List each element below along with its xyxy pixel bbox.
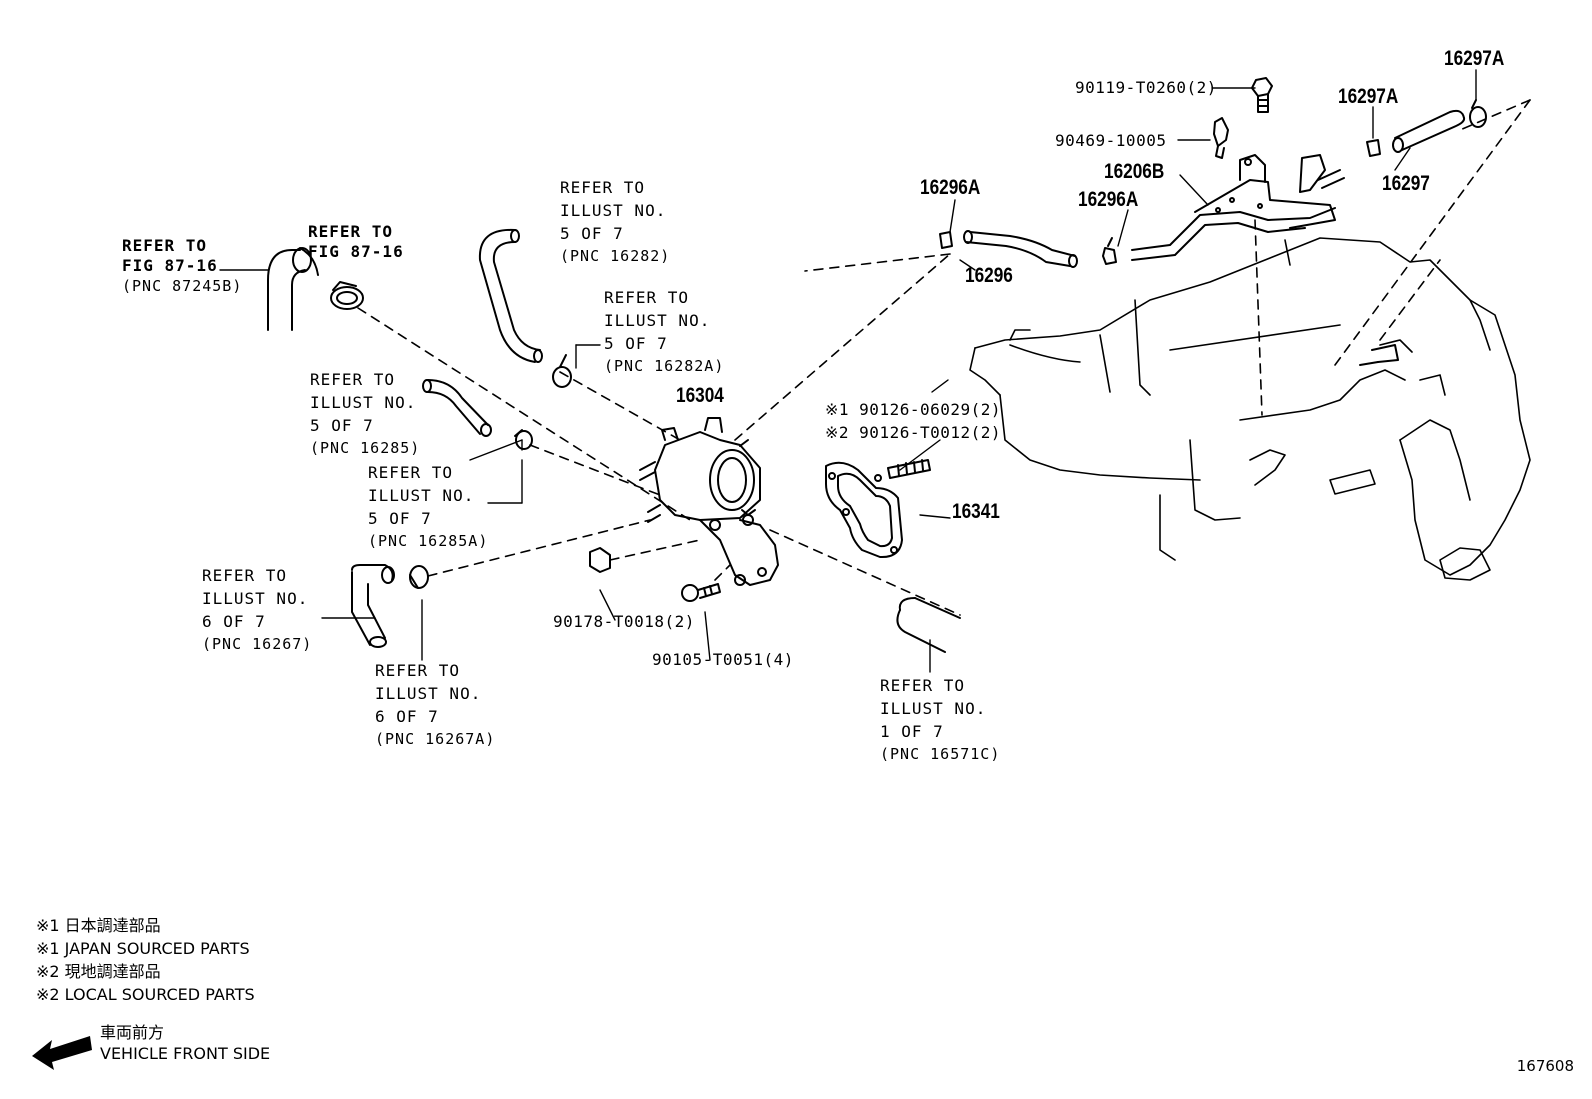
ref-line: REFER TO <box>560 178 646 197</box>
ref-fig-87-16: REFER TO FIG 87-16 (PNC 87245B) <box>122 236 242 296</box>
ref-line: REFER TO <box>308 222 394 241</box>
part-90119: 90119-T0260(2) <box>1075 78 1217 97</box>
part-90105: 90105-T0051(4) <box>652 650 794 669</box>
front-label-jp: 車両前方 <box>100 1023 165 1042</box>
sourcing-notes: ※1 日本調達部品 ※1 JAPAN SOURCED PARTS ※2 現地調達… <box>36 914 255 1006</box>
part-16297a-top: 16297A <box>1444 47 1505 70</box>
ref-line: ILLUST NO. <box>310 393 417 412</box>
part-90178: 90178-T0018(2) <box>553 612 695 631</box>
ref-line: ILLUST NO. <box>375 684 482 703</box>
ref-line: REFER TO <box>604 288 690 307</box>
clamp-16297a-mid <box>1366 139 1381 157</box>
note-japan-en: ※1 JAPAN SOURCED PARTS <box>36 939 250 958</box>
ref-pnc: (PNC 16267) <box>202 635 313 653</box>
part-90469: 90469-10005 <box>1055 131 1167 150</box>
part-16296: 16296 <box>965 264 1013 287</box>
part-90126-2: ※2 90126-T0012(2) <box>825 423 1002 442</box>
ref-pnc: (PNC 16285) <box>310 439 421 457</box>
radiator-hose <box>267 247 319 331</box>
ref-line: REFER TO <box>368 463 454 482</box>
ref-pnc: (PNC 16571C) <box>880 745 1001 763</box>
arrow-left-icon <box>32 1036 92 1070</box>
ref-line: 6 OF 7 <box>202 612 266 631</box>
ref-line: ILLUST NO. <box>880 699 987 718</box>
ref-pnc-16282: REFER TO ILLUST NO. 5 OF 7 (PNC 16282) <box>560 176 670 268</box>
dashed-leaders <box>357 99 1531 616</box>
note-local-en: ※2 LOCAL SOURCED PARTS <box>36 985 255 1004</box>
ref-pnc-16267: REFER TO ILLUST NO. 6 OF 7 (PNC 16267) <box>202 564 312 656</box>
note-japan-jp: ※1 日本調達部品 <box>36 916 161 935</box>
engine-block <box>969 237 1531 581</box>
ref-line: FIG 87-16 <box>122 256 218 275</box>
bracket-16206b <box>1131 154 1345 261</box>
ref-line: ILLUST NO. <box>202 589 309 608</box>
illustration-code: 167608 <box>1516 1057 1574 1075</box>
vehicle-front-text: 車両前方 VEHICLE FRONT SIDE <box>100 1022 270 1064</box>
clamp-16267a <box>409 565 429 589</box>
ref-pnc-16282a: REFER TO ILLUST NO. 5 OF 7 (PNC 16282A) <box>604 286 724 378</box>
ref-fig-87-16-clamp: REFER TO FIG 87-16 <box>308 222 404 262</box>
hose-16282 <box>478 228 543 363</box>
clamp-16296a-left <box>939 231 953 249</box>
hose-16267 <box>351 564 395 648</box>
ref-line: REFER TO <box>202 566 288 585</box>
stud-bolt-90126 <box>887 459 931 479</box>
ref-line: 5 OF 7 <box>560 224 624 243</box>
clamp-16297a-top <box>1469 99 1487 128</box>
part-16206b: 16206B <box>1104 160 1165 183</box>
ref-line: ILLUST NO. <box>604 311 711 330</box>
ref-pnc-16571c: REFER TO ILLUST NO. 1 OF 7 (PNC 16571C) <box>880 674 1000 766</box>
bolt-90105 <box>681 583 721 602</box>
ref-pnc: (PNC 16285A) <box>368 532 489 550</box>
part-16304: 16304 <box>676 384 724 407</box>
ref-line: REFER TO <box>310 370 396 389</box>
gasket-16341 <box>825 461 903 559</box>
ref-line: REFER TO <box>375 661 461 680</box>
ref-pnc: (PNC 16282A) <box>604 357 725 375</box>
ref-line: 5 OF 7 <box>368 509 432 528</box>
part-16297a-mid: 16297A <box>1338 85 1399 108</box>
ref-line: ILLUST NO. <box>560 201 667 220</box>
clamp-16285a <box>514 429 533 450</box>
clip-90469 <box>1213 117 1229 159</box>
note-local-jp: ※2 現地調達部品 <box>36 962 161 981</box>
ref-line: 5 OF 7 <box>310 416 374 435</box>
ref-pnc: (PNC 87245B) <box>122 277 243 295</box>
nut-90178 <box>589 547 611 573</box>
ref-pnc-16267a: REFER TO ILLUST NO. 6 OF 7 (PNC 16267A) <box>375 659 495 751</box>
engine-pipe <box>1359 344 1399 366</box>
front-label-en: VEHICLE FRONT SIDE <box>100 1044 271 1063</box>
ref-pnc-16285a: REFER TO ILLUST NO. 5 OF 7 (PNC 16285A) <box>368 461 488 553</box>
water-outlet-16304 <box>639 417 779 586</box>
ref-line: FIG 87-16 <box>308 242 404 261</box>
ref-line: REFER TO <box>880 676 966 695</box>
ref-line: 1 OF 7 <box>880 722 944 741</box>
hose-16285 <box>422 379 492 437</box>
ref-line: ILLUST NO. <box>368 486 475 505</box>
hose-16297 <box>1392 109 1466 153</box>
ref-pnc: (PNC 16267A) <box>375 730 496 748</box>
clamp-16296a-right <box>1102 237 1117 265</box>
clamp-16282a <box>552 354 572 388</box>
part-16297: 16297 <box>1382 172 1430 195</box>
part-16296a-right: 16296A <box>1078 188 1139 211</box>
ref-line: 5 OF 7 <box>604 334 668 353</box>
ref-pnc: (PNC 16282) <box>560 247 671 265</box>
ref-line: REFER TO <box>122 236 208 255</box>
ref-line: 6 OF 7 <box>375 707 439 726</box>
part-16296a-left: 16296A <box>920 176 981 199</box>
part-16341: 16341 <box>952 500 1000 523</box>
hose-clamp <box>330 281 364 310</box>
part-90126-1: ※1 90126-06029(2) <box>825 400 1002 419</box>
bolt-90119 <box>1251 77 1273 113</box>
hose-16296 <box>963 230 1078 268</box>
ref-pnc-16285: REFER TO ILLUST NO. 5 OF 7 (PNC 16285) <box>310 368 420 460</box>
hose-16571c <box>896 597 961 653</box>
